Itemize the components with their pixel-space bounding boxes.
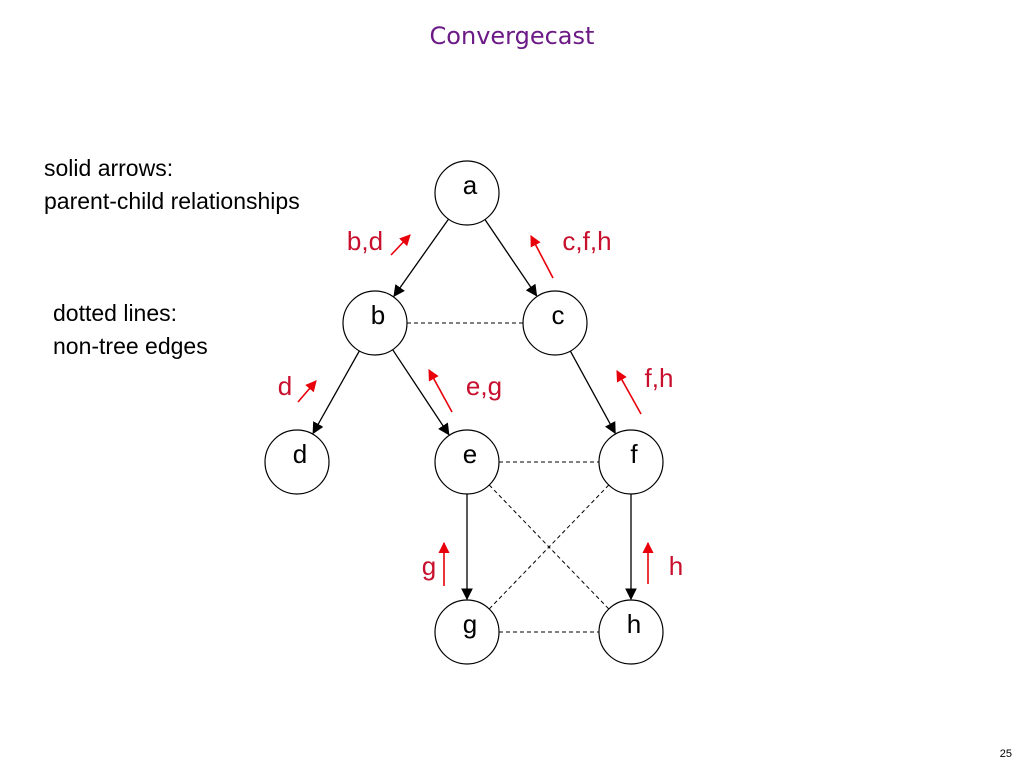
node-circle-b bbox=[342, 290, 408, 356]
message-arrow-e-b bbox=[428, 369, 453, 413]
legend-solid-description: parent-child relationships bbox=[44, 188, 300, 214]
nodes: a b c d e f g h bbox=[264, 160, 664, 665]
page-number: 25 bbox=[999, 748, 1012, 760]
message-arrow-f-c bbox=[616, 370, 642, 415]
node-label-d: d bbox=[293, 439, 307, 469]
legend-solid-heading: solid arrows: bbox=[44, 155, 174, 181]
node-label-e: e bbox=[463, 439, 477, 469]
node-label-f: f bbox=[630, 439, 638, 469]
node-label-b: b bbox=[371, 300, 385, 330]
legend-dotted-lines: dotted lines: non-tree edges bbox=[53, 297, 208, 363]
message-label-d-b: d bbox=[278, 371, 292, 401]
node-circle-e bbox=[434, 429, 500, 495]
node-h: h bbox=[598, 599, 664, 665]
message-label-h-f: h bbox=[669, 551, 683, 581]
message-arrow-c-a bbox=[530, 235, 554, 279]
tree-edges bbox=[312, 218, 637, 601]
node-a: a bbox=[434, 160, 500, 226]
message-label-g-e: g bbox=[422, 551, 436, 581]
legend-dotted-description: non-tree edges bbox=[53, 333, 208, 359]
message-arrow-d-b bbox=[297, 380, 317, 403]
message-label-f-c: f,h bbox=[645, 363, 674, 393]
node-circle-h bbox=[598, 599, 664, 665]
node-d: d bbox=[264, 429, 330, 495]
messages: b,d c,f,h d e,g f,h g h bbox=[278, 226, 683, 586]
slide-title: Convergecast bbox=[429, 22, 595, 50]
nontree-edge-f-g bbox=[488, 484, 610, 610]
node-circle-a bbox=[434, 160, 500, 226]
message-label-b-a: b,d bbox=[347, 226, 383, 256]
message-label-c-a: c,f,h bbox=[562, 226, 611, 256]
tree-edge-b-d bbox=[312, 350, 360, 435]
node-circle-c bbox=[522, 290, 588, 356]
node-label-h: h bbox=[627, 609, 641, 639]
message-arrow-b-a bbox=[390, 234, 411, 256]
tree-edge-a-c bbox=[484, 219, 538, 297]
message-label-e-b: e,g bbox=[466, 371, 502, 401]
legend-dotted-heading: dotted lines: bbox=[53, 300, 178, 326]
node-circle-d bbox=[264, 429, 330, 495]
node-g: g bbox=[434, 599, 500, 665]
node-circle-g bbox=[434, 599, 500, 665]
node-c: c bbox=[522, 290, 588, 356]
node-circle-f bbox=[598, 429, 664, 495]
tree-edge-c-f bbox=[569, 350, 616, 435]
node-f: f bbox=[598, 429, 664, 495]
tree-edge-a-b bbox=[393, 218, 450, 298]
node-label-c: c bbox=[552, 300, 565, 330]
node-e: e bbox=[434, 429, 500, 495]
node-b: b bbox=[342, 290, 408, 356]
nontree-edges bbox=[407, 322, 610, 633]
node-label-a: a bbox=[463, 170, 478, 200]
legend-solid-arrows: solid arrows: parent-child relationships bbox=[44, 152, 300, 218]
tree-edge-b-e bbox=[392, 349, 450, 436]
node-label-g: g bbox=[463, 609, 477, 639]
